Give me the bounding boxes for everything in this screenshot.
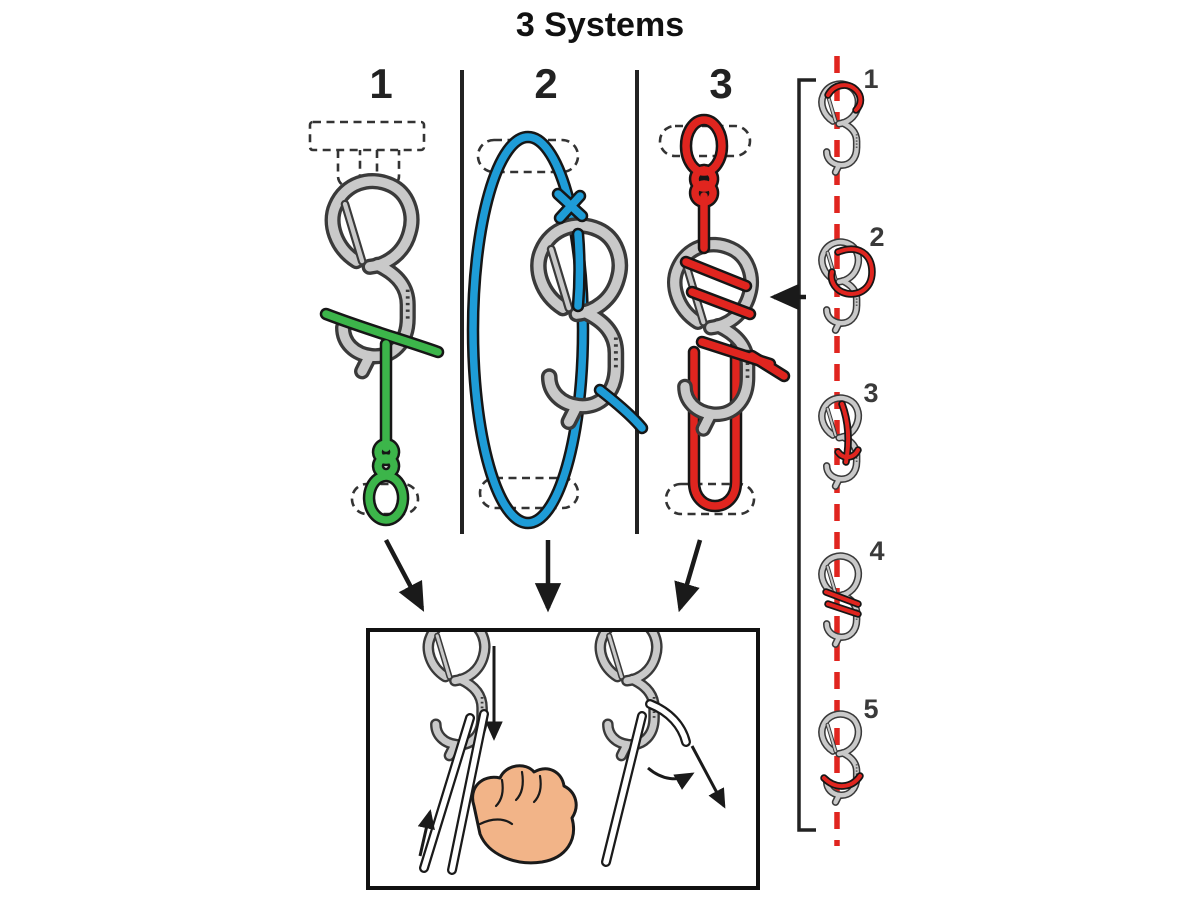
release-arrow — [690, 745, 726, 809]
column-1-label: 1 — [369, 60, 392, 107]
step-4-label: 4 — [869, 536, 884, 566]
anchor-bar — [308, 120, 426, 152]
column-2-label: 2 — [534, 60, 557, 107]
column-2: 2 — [473, 60, 642, 523]
hand-finger-line — [514, 770, 524, 802]
pole-anchor-dashed — [478, 476, 580, 510]
hand-finger-line — [532, 774, 542, 804]
hand-finger-line — [494, 778, 504, 808]
step-5-label: 5 — [863, 694, 878, 724]
hand — [471, 764, 578, 865]
sequence-step-5: 5 — [822, 694, 879, 802]
pull-up-arrow — [417, 809, 435, 857]
step-1-label: 1 — [863, 64, 878, 94]
step-3-label: 3 — [863, 378, 878, 408]
sequence-bracket — [797, 78, 816, 832]
step-2-label: 2 — [869, 222, 884, 252]
detail-box-content — [417, 619, 726, 870]
step-sequence: 1 2 3 4 5 — [769, 56, 885, 846]
column-3-label: 3 — [709, 60, 732, 107]
rope-segment — [578, 234, 580, 306]
sequence-step-1: 1 — [822, 64, 879, 172]
sequence-step-2: 2 — [822, 222, 885, 330]
column-1: 1 — [308, 60, 438, 520]
sequence-step-4: 4 — [822, 536, 885, 644]
hand-thumb-line — [478, 818, 514, 826]
detail-left — [417, 619, 578, 870]
column-3: 3 — [658, 60, 784, 516]
detail-right — [600, 619, 726, 862]
pole-anchor-dashed — [658, 124, 752, 158]
flick-arrow — [647, 766, 695, 790]
diagram-title: 3 Systems — [516, 6, 684, 44]
flow-arrow-1 — [384, 538, 425, 612]
hook-device-small — [822, 398, 859, 486]
flow-arrow-3 — [674, 539, 703, 613]
sequence-step-3: 3 — [822, 378, 879, 486]
pole-anchor-dashed — [664, 482, 756, 516]
hook-device-small — [822, 242, 859, 330]
